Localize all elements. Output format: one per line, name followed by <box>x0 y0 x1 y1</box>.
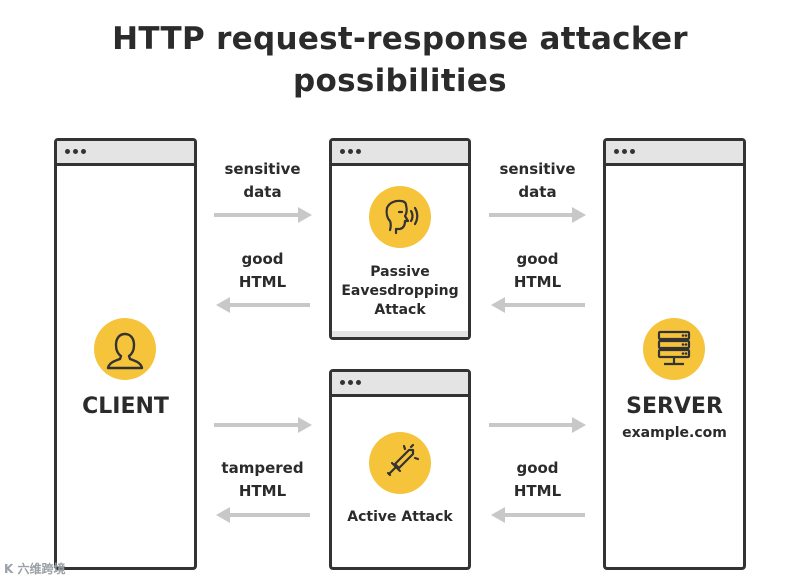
client-label: CLIENT <box>82 394 169 419</box>
arrow-passive-to-server <box>489 207 586 223</box>
title-line-1: HTTP request-response attacker <box>112 21 688 57</box>
arrow-label-sensitive-data-left: sensitive data <box>224 160 301 201</box>
title-line-2: possibilities <box>293 63 507 99</box>
arrow-label-sensitive-data-right: sensitive data <box>499 160 576 201</box>
arrow-active-to-client <box>216 507 310 523</box>
diagram-title: HTTP request-response attacker possibili… <box>0 18 800 102</box>
arrow-label-good-html-right: good HTML <box>513 250 562 291</box>
arrow-active-to-server <box>489 417 586 433</box>
watermark: K 六维跨境 <box>4 562 66 576</box>
arrow-passive-to-client <box>216 297 310 313</box>
server-label: SERVER <box>626 394 723 419</box>
client-window-titlebar <box>57 141 194 166</box>
server-window-titlebar <box>606 141 743 166</box>
passive-attack-label: Passive Eavesdropping Attack <box>341 264 459 318</box>
server-domain: example.com <box>622 425 727 441</box>
eavesdropper-face-icon <box>369 186 431 248</box>
arrow-client-to-passive <box>214 207 312 223</box>
active-attack-label: Active Attack <box>347 509 453 525</box>
client-window <box>54 138 197 570</box>
sword-icon <box>369 432 431 494</box>
arrow-server-to-active <box>491 507 585 523</box>
passive-window-titlebar <box>332 141 468 166</box>
arrow-server-to-passive <box>491 297 585 313</box>
arrow-label-good-html-bottom-right: good HTML <box>513 459 562 500</box>
server-icon <box>643 318 705 380</box>
active-window-titlebar <box>332 372 468 397</box>
user-icon <box>94 318 156 380</box>
arrow-client-to-active <box>214 417 312 433</box>
arrow-label-tampered-html: tampered HTML <box>221 459 304 500</box>
arrow-label-good-html-left: good HTML <box>238 250 287 291</box>
